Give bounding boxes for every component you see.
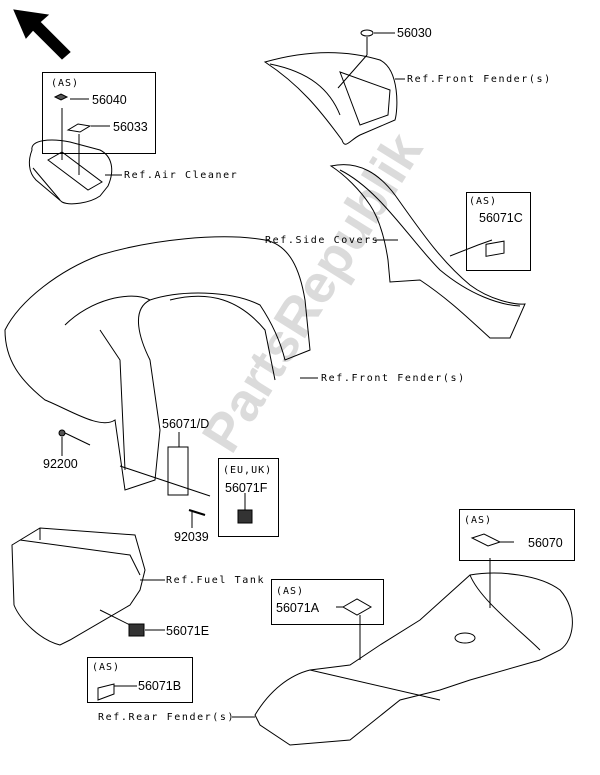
ref-rear-fender: Ref.Rear Fender(s) [98,712,236,723]
part-56071e[interactable]: 56071E [166,624,210,638]
box-56071b [87,657,193,703]
box-eu-uk [218,458,279,537]
box-side-covers [466,192,531,271]
tag-as-56071b: (AS) [92,662,121,673]
tag-as-air-cleaner: (AS) [51,78,80,89]
box-air-cleaner [42,72,156,154]
ref-air-cleaner: Ref.Air Cleaner [124,170,239,181]
front-fender-main-shape [4,236,311,491]
part-56030[interactable]: 56030 [397,26,432,40]
fuel-tank-shape [11,527,146,646]
label-56071d [167,446,189,496]
part-56071f[interactable]: 56071F [225,481,268,495]
tag-as-56070: (AS) [464,515,493,526]
front-direction-arrow-icon [13,9,71,60]
air-cleaner-shape [28,139,113,205]
ref-front-fender-top: Ref.Front Fender(s) [407,74,552,85]
part-56070[interactable]: 56070 [528,536,563,550]
label-56071b [97,683,115,701]
bolt-92200 [58,429,66,437]
ref-fuel-tank: Ref.Fuel Tank [166,575,266,586]
side-covers-shape [329,164,526,339]
part-56033[interactable]: 56033 [113,120,148,134]
ref-front-fender-main: Ref.Front Fender(s) [321,373,466,384]
tag-as-56071a: (AS) [276,586,305,597]
part-92039[interactable]: 92039 [174,530,209,544]
rear-fender-shape [254,572,573,746]
box-56071a [271,579,384,625]
tag-eu-uk: (EU,UK) [223,465,273,476]
part-56040[interactable]: 56040 [92,93,127,107]
part-92200[interactable]: 92200 [43,457,78,471]
label-56071a [341,598,373,616]
part-56071a[interactable]: 56071A [276,601,320,615]
part-56071b[interactable]: 56071B [138,679,182,693]
ref-side-covers: Ref.Side Covers [265,235,380,246]
label-56071e [128,623,145,637]
part-56071c[interactable]: 56071C [479,211,523,225]
tag-as-side-covers: (AS) [469,196,498,207]
part-56071d[interactable]: 56071/D [162,417,210,431]
grommet-56030 [360,29,374,37]
box-56070 [459,509,575,561]
front-fender-top-shape [263,52,398,145]
